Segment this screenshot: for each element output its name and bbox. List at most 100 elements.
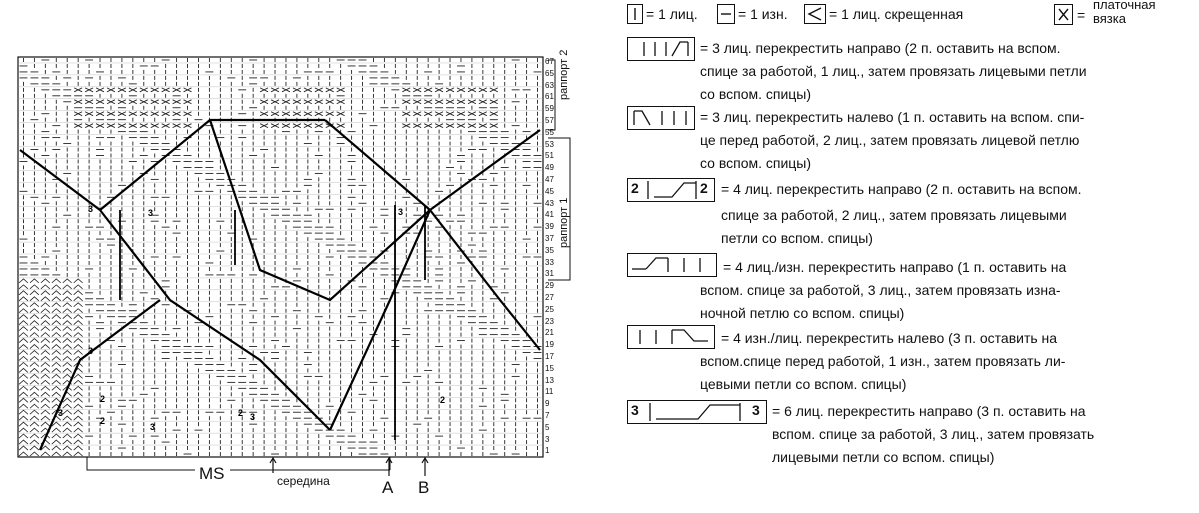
chart-cell [29, 397, 40, 403]
row-number: 39 [545, 222, 554, 232]
chart-cell [18, 326, 29, 331]
chart-cell [29, 284, 40, 290]
chart-cell [336, 111, 345, 117]
chart-cell [18, 415, 29, 421]
row-number: 47 [545, 175, 554, 184]
chart-cell [270, 123, 280, 129]
cable-6-right-cell-right: 3 [752, 402, 760, 418]
chart-cell [29, 314, 40, 319]
cable-path [329, 209, 432, 431]
chart-cell [29, 355, 40, 361]
chart-cell [73, 403, 83, 409]
chart-cell [40, 350, 51, 355]
chart-cell [62, 427, 72, 433]
chart-cell [106, 99, 116, 105]
chart-cell [73, 451, 83, 457]
chart-cell [51, 439, 62, 445]
row-number: 27 [545, 293, 554, 302]
chart-cell [336, 123, 345, 129]
chart-cell [29, 415, 40, 421]
cable-4-knit-purl-right-text-1: = 4 лиц./изн. перекрестить направо (1 п.… [723, 259, 1067, 275]
chart-cell [40, 403, 51, 409]
chart-cell [467, 87, 477, 93]
chart-cell [62, 278, 72, 284]
chart-cell [62, 433, 72, 439]
legend: = 1 лиц. = 1 изн. = 1 лиц. скрещенная = … [622, 0, 1199, 513]
chart-cell [150, 111, 159, 117]
row-number: 37 [545, 234, 554, 243]
cable-3-left-text-3: со вспом. спицы) [700, 155, 812, 171]
cable-3-right-text-1: = 3 лиц. перекрестить направо (2 п. оста… [700, 40, 1061, 56]
chart-cell [18, 421, 29, 427]
chart-cell [51, 290, 62, 296]
cable-3-left-text-2: це перед работой, 2 лиц., затем провязат… [700, 132, 1080, 148]
chart-cell [40, 379, 51, 385]
chart-cell [95, 87, 105, 93]
cable-count-mark: 2 [100, 416, 105, 426]
chart-cell [40, 338, 51, 343]
chart-cell [40, 344, 51, 349]
chart-cell [18, 403, 29, 409]
chart-cell [29, 320, 40, 325]
chart-cell [18, 427, 29, 433]
legend-garter-line2: вязка [1093, 11, 1126, 26]
cable-path [38, 299, 161, 451]
cable-4-purl-knit-left-symbol [627, 325, 715, 349]
chart-cell [259, 111, 269, 117]
chart-cell [40, 421, 51, 427]
chart-cell [18, 439, 29, 445]
cable-6-right-text-1: = 6 лиц. перекрестить направо (3 п. оста… [772, 403, 1086, 419]
chart-cell [292, 123, 302, 129]
chart-cell [73, 421, 83, 427]
cable-4-right-text-3: петли со вспом. спицы) [721, 230, 873, 246]
chart-cell [18, 391, 29, 397]
chart-cell [40, 326, 51, 331]
chart-cell [40, 332, 51, 337]
chart-cell [270, 87, 280, 93]
chart-cell [62, 320, 72, 325]
chart-cell [489, 87, 498, 93]
marker-arrowhead [421, 456, 429, 464]
chart-cell [29, 409, 40, 415]
row-number: 33 [545, 257, 554, 267]
chart-cell [40, 397, 51, 403]
chart-cell [62, 439, 72, 445]
row-number: 65 [545, 68, 554, 78]
row-number: 23 [545, 316, 554, 326]
chart-cell [161, 99, 170, 105]
cable-4-purl-knit-left-text-3: цевыми петли со вспом. спицы) [700, 376, 907, 392]
row-number: 1 [545, 446, 550, 456]
row-number: 7 [545, 411, 550, 420]
chart-cell [40, 409, 51, 415]
chart-cell [73, 123, 83, 129]
row-number: 5 [545, 422, 550, 432]
chart-cell [172, 111, 181, 117]
chart-cell [402, 111, 411, 117]
chart-cell [128, 87, 138, 93]
chart-cell [62, 302, 72, 308]
chart-cell [40, 361, 51, 367]
row-number: 67 [545, 57, 554, 66]
chart-cell [18, 338, 29, 343]
chart-cells [18, 58, 542, 457]
chart-cell [29, 379, 40, 385]
chart-cell [423, 111, 433, 117]
chart-cell [73, 320, 83, 325]
chart-cell [29, 326, 40, 331]
chart-cell [51, 308, 62, 314]
legend-knit-text: = 1 лиц. [646, 6, 698, 22]
chart-cell [18, 397, 29, 403]
chart-cell [29, 296, 40, 302]
cable-3-right-symbol [627, 37, 695, 61]
chart-cell [18, 332, 29, 337]
cable-count-mark: 3 [398, 207, 403, 217]
chart-cell [292, 111, 302, 117]
chart-cell [106, 111, 116, 117]
marker-a-label: A [382, 478, 394, 497]
row-number: 43 [545, 198, 554, 208]
chart-cell [325, 99, 334, 105]
middle-label: середина [277, 474, 330, 488]
chart-cell [51, 409, 62, 415]
chart-cell [183, 99, 192, 105]
chart-cell [292, 87, 302, 93]
